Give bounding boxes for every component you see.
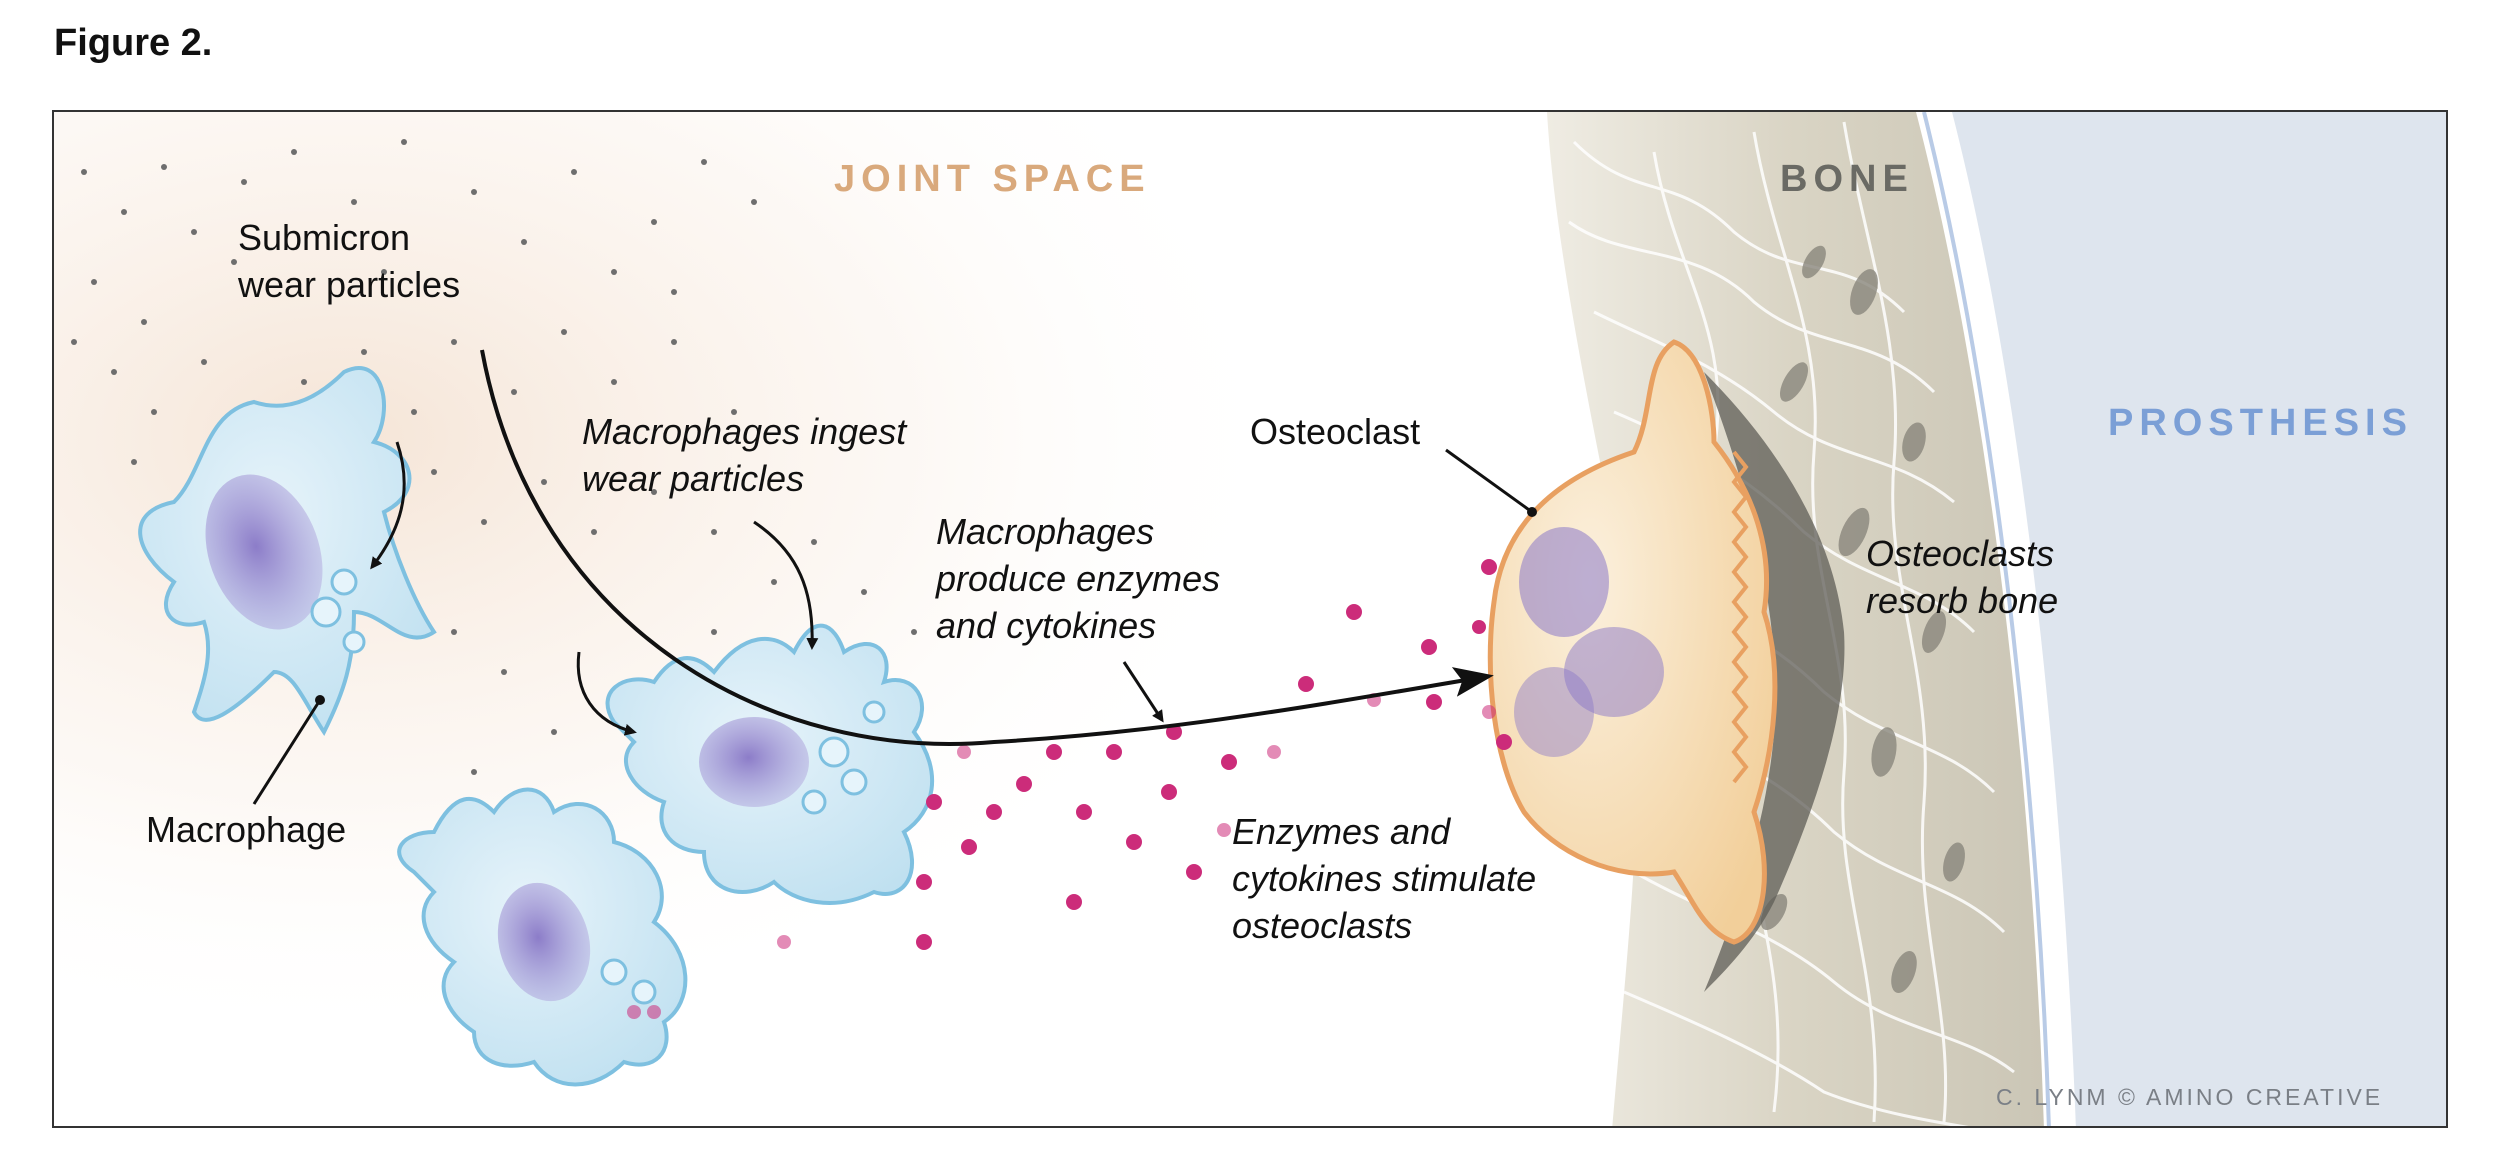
produce-label: Macrophages produce enzymes and cytokine… — [936, 508, 1220, 649]
osteoclast-nucleus — [1519, 527, 1609, 637]
ingest-line2: wear particles — [582, 458, 805, 499]
macrophage-leader-dot — [315, 695, 325, 705]
osteoclast-cell — [1487, 339, 1778, 945]
resorption-pit — [1704, 372, 1845, 992]
produce-arrow — [1122, 661, 1164, 723]
ingest-label: Macrophages ingest wear particles — [582, 408, 906, 502]
macrophage-cell-2 — [605, 623, 935, 905]
ingest-line1: Macrophages ingest — [582, 411, 907, 452]
osteoclast-leader-dot — [1527, 507, 1537, 517]
stimulate-line1: Enzymes and — [1232, 811, 1451, 852]
stimulate-line3: osteoclasts — [1232, 905, 1413, 946]
prosthesis-highlight — [1933, 112, 2067, 1126]
prosthesis-label: PROSTHESIS — [2108, 402, 2413, 444]
bone-label: BONE — [1780, 158, 1914, 200]
macrophage-nucleus — [205, 474, 323, 630]
ingest-arrow-1 — [370, 441, 406, 570]
diagram-canvas — [54, 112, 2446, 1126]
bone-lacunae — [1760, 245, 1965, 994]
produce-line2: produce enzymes — [936, 558, 1221, 599]
ruffled-border — [1731, 450, 1749, 784]
macrophage-nucleus — [497, 882, 591, 1002]
ingest-arrow-2 — [576, 651, 637, 736]
joint-space-label: JOINT SPACE — [834, 158, 1151, 200]
stimulate-line2: cytokines stimulate — [1232, 858, 1537, 899]
prosthesis-edge — [1922, 112, 2051, 1126]
osteoclast-nucleus — [1564, 627, 1664, 717]
pathway-arrow — [480, 349, 1494, 746]
macrophage-leader — [252, 699, 322, 805]
submicron-line1: Submicron — [238, 217, 411, 258]
macrophage-nucleus — [699, 717, 809, 807]
submicron-label: Submicron wear particles — [238, 214, 460, 308]
ingest-arrow-3 — [753, 520, 819, 650]
figure-title: Figure 2. — [54, 22, 213, 64]
osteoclast-label: Osteoclast — [1250, 411, 1421, 452]
submicron-line2: wear particles — [238, 264, 461, 305]
prosthesis-area — [1952, 112, 2446, 1126]
macrophage-cell-3 — [397, 787, 688, 1087]
diagram-frame: JOINT SPACE BONE PROSTHESIS Submicron we… — [52, 110, 2448, 1128]
produce-line1: Macrophages — [936, 511, 1155, 552]
credit-text: C. LYNM © AMINO CREATIVE — [1996, 1084, 2384, 1110]
resorb-line2: resorb bone — [1866, 580, 2059, 621]
osteoclast-nucleus — [1514, 667, 1594, 757]
macrophage-label: Macrophage — [146, 809, 347, 850]
cytokines — [627, 559, 1512, 1019]
stimulate-label: Enzymes and cytokines stimulate osteocla… — [1232, 808, 1536, 949]
resorb-label: Osteoclasts resorb bone — [1866, 530, 2058, 624]
macrophage-cell-1 — [138, 366, 437, 736]
osteoclast-leader — [1445, 448, 1533, 514]
produce-line3: and cytokines — [936, 605, 1157, 646]
resorb-line1: Osteoclasts — [1866, 533, 2055, 574]
